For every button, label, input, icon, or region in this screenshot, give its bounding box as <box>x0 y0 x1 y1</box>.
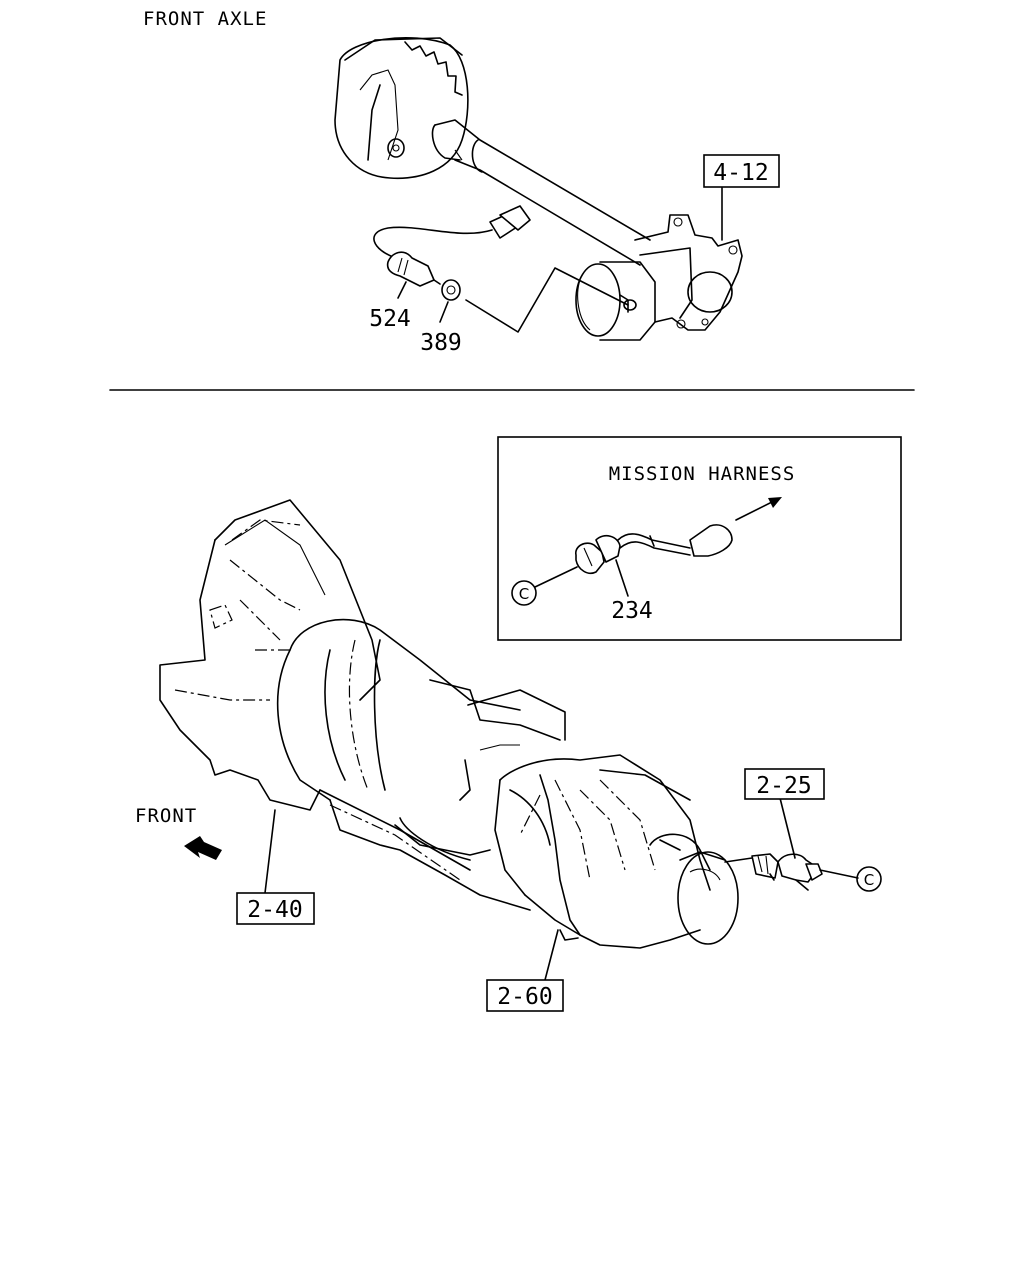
part-389-label: 389 <box>420 330 462 356</box>
callout-4-12: 4-12 <box>703 154 780 188</box>
part-234-label: 234 <box>611 598 653 624</box>
callout-2-60-text: 2-60 <box>497 984 552 1010</box>
callout-2-40-text: 2-40 <box>247 897 302 923</box>
front-axle-title: FRONT AXLE <box>143 8 267 30</box>
callout-2-40: 2-40 <box>236 809 315 925</box>
front-direction-arrow <box>184 836 222 860</box>
mission-harness-inset: MISSION HARNESS C 234 <box>497 436 902 641</box>
connector-c-transfer: C <box>819 866 882 892</box>
mission-harness-title: MISSION HARNESS <box>609 463 796 485</box>
callout-2-25-text: 2-25 <box>756 773 811 799</box>
front-axle-drawing <box>334 36 743 341</box>
callout-2-25: 2-25 <box>744 768 825 800</box>
washer-389 <box>439 279 461 323</box>
connector-c-transfer-text: C <box>864 871 874 889</box>
part-524-label: 524 <box>369 306 411 332</box>
speed-sensor-2-25 <box>724 797 823 891</box>
wheel-speed-sensor-524 <box>373 205 531 299</box>
callout-2-60: 2-60 <box>486 929 564 1012</box>
connector-c-inset: C <box>519 585 529 603</box>
callout-4-12-text: 4-12 <box>713 160 768 186</box>
front-direction-label: FRONT <box>135 805 197 827</box>
transmission-drawing <box>159 499 739 949</box>
